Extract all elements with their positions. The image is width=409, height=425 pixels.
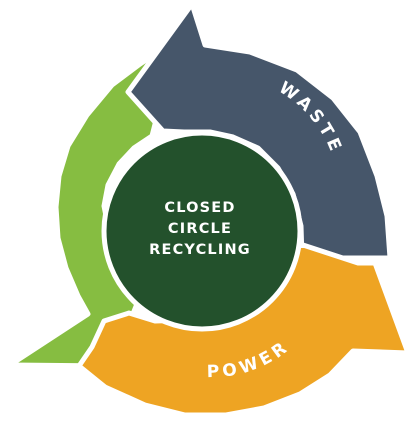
- center-title-line-3: RECYCLING: [149, 242, 251, 258]
- center-title-line-2: CIRCLE: [168, 221, 232, 237]
- center-title-line-1: CLOSED: [164, 200, 235, 216]
- center-circle: [101, 130, 303, 332]
